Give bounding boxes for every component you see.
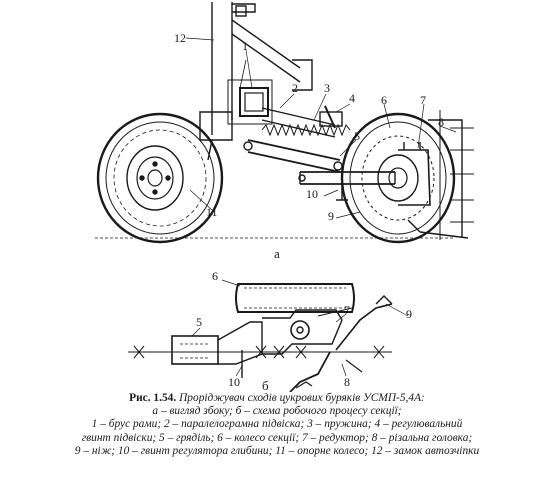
caption-line-5: 9 – ніж; 10 – гвинт регулятора глибини; … xyxy=(74,444,480,457)
knife-blade xyxy=(289,295,393,392)
sublabel-a: а xyxy=(274,246,280,261)
label-9: 9 xyxy=(328,209,334,223)
label-b10: 10 xyxy=(228,375,240,389)
label-4: 4 xyxy=(349,91,355,105)
reducer xyxy=(398,142,431,206)
beam-topview xyxy=(171,321,263,365)
label-12: 12 xyxy=(174,31,186,45)
adjusting-screw xyxy=(319,105,343,129)
plants xyxy=(133,345,385,359)
frame-beam xyxy=(227,59,273,125)
label-1: 1 xyxy=(242,39,248,53)
frame-post xyxy=(211,2,313,135)
label-b8: 8 xyxy=(344,375,350,389)
support-wheel xyxy=(96,112,224,244)
caption-line-4: гвинт підвіски; 5 – гряділь; 6 – колесо … xyxy=(81,431,473,444)
label-8: 8 xyxy=(438,115,444,129)
figure-title: Проріджувач сходів цукрових буряків УСМП… xyxy=(179,392,425,404)
gear-housing xyxy=(262,307,353,355)
label-b6: 6 xyxy=(212,269,218,283)
label-b7: 7 xyxy=(344,303,350,317)
figure-caption: Рис. 1.54. Проріджувач сходів цукрових б… xyxy=(8,392,546,458)
figure-number: Рис. 1.54. xyxy=(129,392,177,404)
label-2: 2 xyxy=(292,81,298,95)
label-3: 3 xyxy=(324,81,330,95)
label-10: 10 xyxy=(306,187,318,201)
label-5: 5 xyxy=(354,129,360,143)
sublabel-b: б xyxy=(262,378,269,392)
label-6: 6 xyxy=(381,93,387,107)
cutting-head xyxy=(407,110,474,240)
section-wheel-topview xyxy=(235,283,355,313)
label-7: 7 xyxy=(420,93,426,107)
caption-line-2: а – вигляд збоку; б – схема робочого про… xyxy=(152,405,402,418)
machine-diagram: 12 1 2 3 4 5 6 7 8 10 9 11 а 6 5 7 9 10 … xyxy=(95,2,474,392)
section-wheel xyxy=(340,112,456,244)
label-b9: 9 xyxy=(406,307,412,321)
label-11: 11 xyxy=(206,205,218,219)
caption-line-3: 1 – брус рами; 2 – паралелограмна підвіс… xyxy=(91,418,463,431)
label-b5: 5 xyxy=(196,315,202,329)
spring xyxy=(261,123,351,137)
parallelogram-suspension xyxy=(243,107,343,173)
beam-grjadil xyxy=(298,171,396,185)
